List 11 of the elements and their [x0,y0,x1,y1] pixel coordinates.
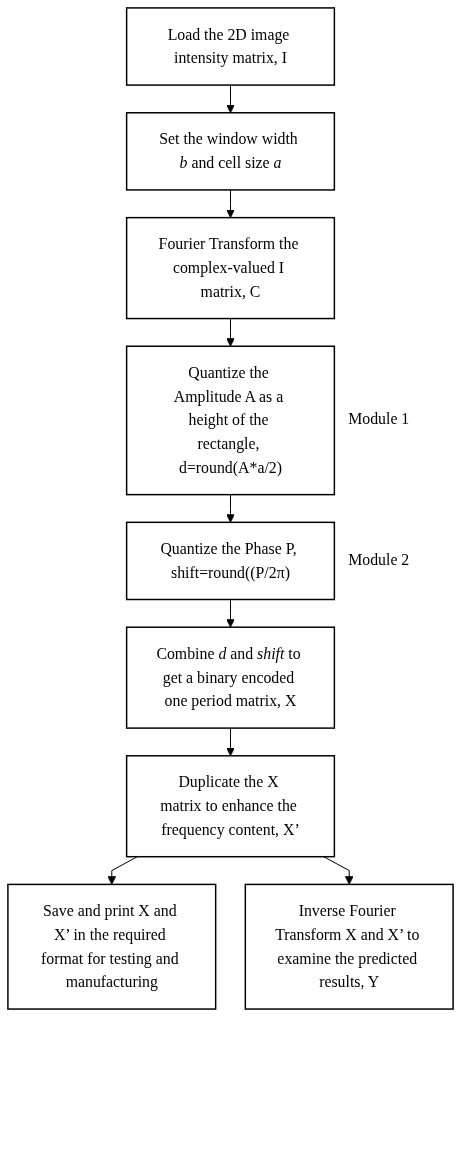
node-box: Duplicate the X matrix to enhance the frequency content, X’ [125,755,336,858]
node-box: Quantize the Phase P, shift=round((P/2π) [125,521,336,601]
module-label: Module 2 [348,550,410,568]
node-box: Save and print X and X’ in the required format for testing and manufacturing [7,883,217,1010]
node-box: Load the 2D image intensity matrix, I [125,7,336,86]
node-box: Fourier Transform the complex-valued I matrix, C [125,216,336,320]
module-label: Module 1 [348,410,410,428]
node-box: Inverse Fourier Transform X and X’ to examine the predicted results, Y [244,883,454,1010]
node-box: Quantize the Amplitude A as a height of the rectangle, d=round(A*a/2) [125,345,336,496]
node-box: Combine d and shift to get a binary encoded one period matrix, X [125,626,336,729]
node-box: Set the window width b and cell size a [125,112,336,191]
